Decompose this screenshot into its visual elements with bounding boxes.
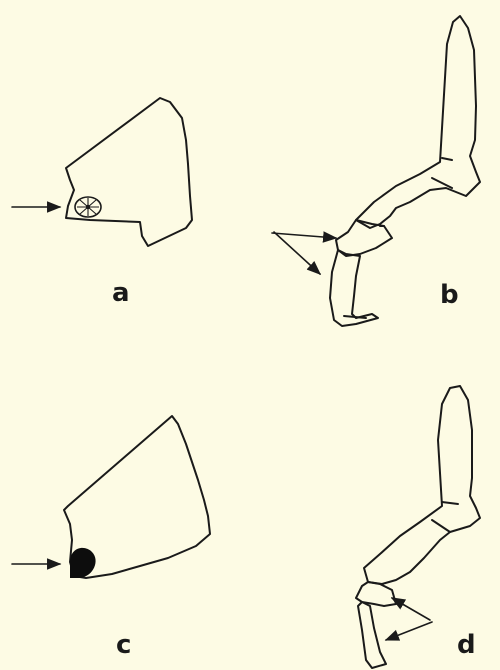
arrow-b-lower: [274, 232, 320, 274]
arrow-b-upper: [272, 233, 336, 238]
panel-b-label: b: [440, 282, 459, 308]
arrow-d-upper: [392, 598, 430, 620]
panel-d-leg: [356, 386, 480, 668]
panel-c-label: c: [116, 632, 131, 658]
panel-a-coxa: [12, 98, 192, 246]
panel-a-label: a: [112, 280, 130, 306]
arrow-d-lower: [386, 622, 432, 640]
panel-c-coxa: [12, 416, 210, 578]
panel-d-label: d: [457, 632, 476, 658]
pore-plate-sieve: [75, 197, 101, 217]
dark-spot: [70, 548, 96, 578]
